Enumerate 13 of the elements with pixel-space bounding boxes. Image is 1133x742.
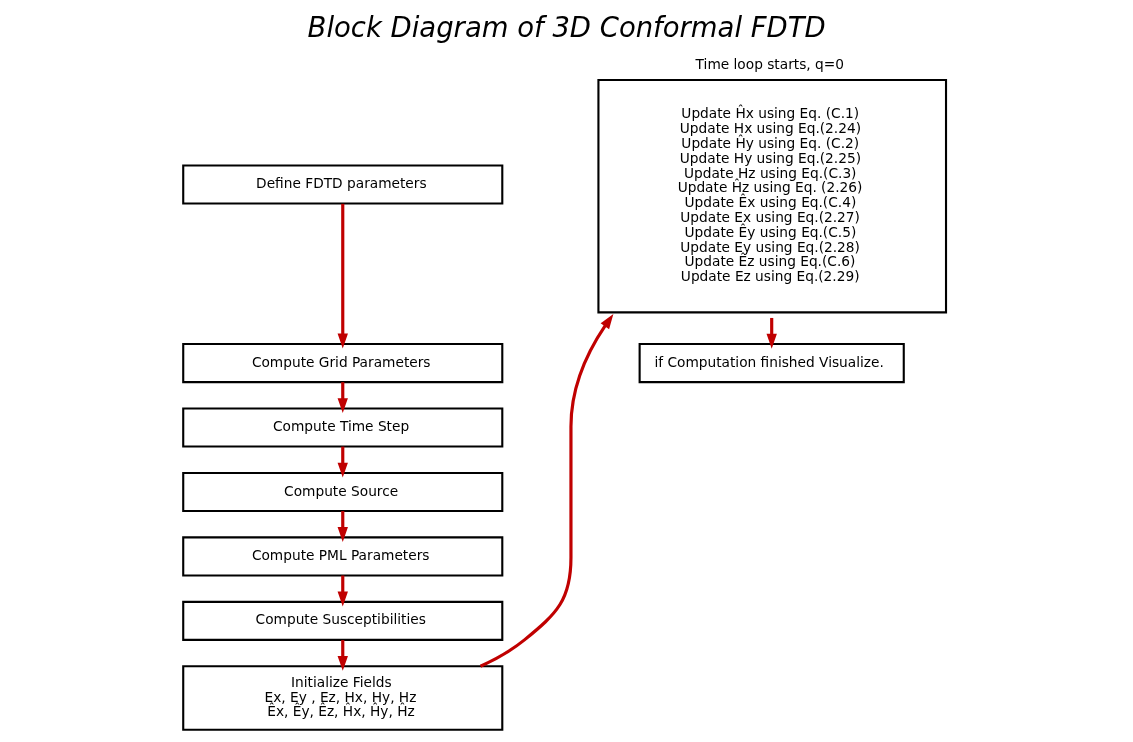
node-box: Compute Susceptibilities [181,600,503,641]
node-box: Compute PML Parameters [181,536,503,577]
node-box: Initialize Fields Ex, Ey , Ez, Hx, Hy, Hz Êx, Êy, Êz, Ĥx, Ĥy, Ĥz [181,665,503,731]
node-box: if Computation finished Visualize. [638,343,905,384]
arrow [337,203,348,349]
node-label: Time loop starts, q=0 [695,55,844,72]
node-box: Compute Grid Parameters [181,343,503,384]
node-box: Define FDTD parameters [181,164,503,205]
diagram-title: Block Diagram of 3D Conformal FDTD [307,12,826,44]
node-box: Compute Time Step [181,407,503,448]
node-box: Update Ĥx using Eq. (C.1) Update Hx using Eq.(2.24) Update Ĥy using Eq. (C.2) Update Hy using Eq.(2.25) Update Hz using Eq.(C.3) Update Ĥz using Eq. (2.26) Update Êx using Eq.(C.4) Update Ex using Eq.(2.27) Update Êy using Eq.(C.5) Update Ey using Eq.(2.28) Update Êz using Eq.(C.6) Update Ez using Eq.(2.29) [596,78,947,314]
node-box: Compute Source [181,471,503,513]
arrow [479,314,613,668]
